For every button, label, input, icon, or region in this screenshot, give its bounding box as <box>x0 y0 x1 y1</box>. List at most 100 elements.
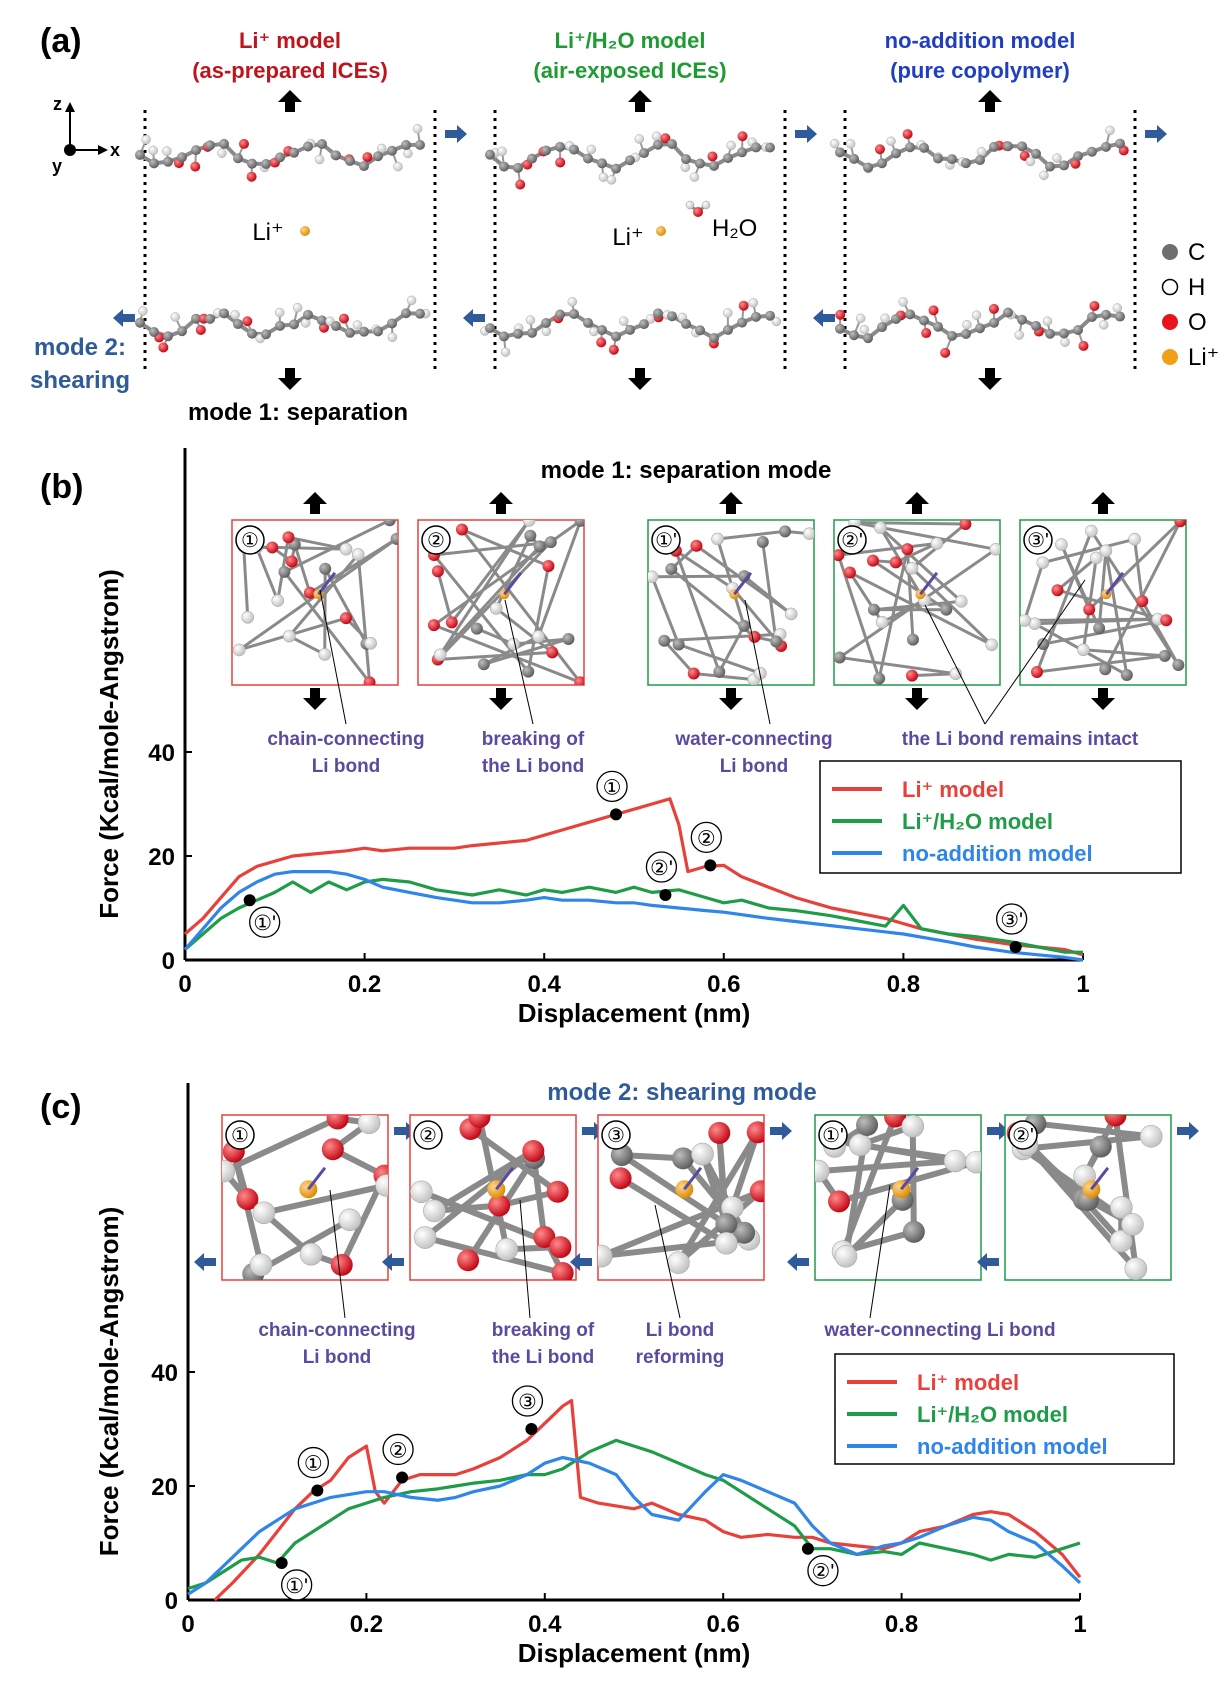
carbon-atom <box>961 329 971 340</box>
inset-c-3: ③ <box>597 1114 765 1281</box>
oxygen-atom <box>488 1194 511 1217</box>
data-marker <box>525 1423 538 1435</box>
carbon-atom <box>713 665 726 678</box>
carbon-atom <box>1059 160 1069 171</box>
bond <box>818 1158 956 1175</box>
hydrogen-atom <box>406 295 417 306</box>
annotation-c-3-line1: Li bond <box>646 1320 715 1341</box>
bond <box>761 541 778 642</box>
li-bond <box>919 571 939 596</box>
carbon-atom <box>1017 141 1027 152</box>
annotation-c-1-line2: Li bond <box>303 1347 372 1368</box>
oxygen-atom <box>1136 595 1149 608</box>
bond <box>650 576 681 646</box>
series-line-2 <box>187 1438 1081 1591</box>
oxygen-atom <box>1078 340 1089 351</box>
hydrogen-atom <box>815 1159 830 1183</box>
annotation-b-1-line2: Li bond <box>312 756 381 777</box>
carbon-atom <box>1003 141 1013 152</box>
carbon-atom <box>877 322 887 333</box>
hydrogen-atom <box>162 146 172 156</box>
inset-c-4: ①' <box>814 1114 982 1281</box>
carbon-atom <box>1017 314 1027 325</box>
data-marker <box>311 1484 324 1497</box>
marker-label-badge <box>281 1569 313 1601</box>
oxygen-atom <box>238 138 249 149</box>
hydrogen-atom <box>522 520 536 527</box>
oxygen-atom <box>242 316 253 327</box>
hydrogen-atom <box>252 1201 276 1225</box>
annotation-leader <box>329 1189 346 1319</box>
oxygen-atom <box>921 328 932 339</box>
annotation-b-4-line1: the Li bond remains intact <box>902 729 1139 750</box>
x-tick-label: 0.2 <box>350 1611 383 1638</box>
hydrogen-atom <box>292 302 303 313</box>
hydrogen-atom <box>393 161 403 172</box>
carbon-atom <box>527 153 537 164</box>
carbon-atom <box>1037 638 1050 651</box>
oxygen-atom <box>190 161 201 172</box>
panel-a-label: (a) <box>40 22 82 60</box>
hydrogen-atom <box>771 316 782 327</box>
hydrogen-atom <box>141 134 151 145</box>
hydrogen-atom <box>648 570 659 584</box>
series-line-1 <box>213 1398 1082 1602</box>
bond <box>483 637 569 666</box>
carbon-atom <box>1172 659 1185 672</box>
hydrogen-atom <box>489 602 503 615</box>
oxygen-atom <box>246 171 257 182</box>
carbon-atom <box>261 329 271 340</box>
inset-c-2: ② <box>409 1114 577 1281</box>
carbon-atom <box>863 333 873 344</box>
oxygen-atom <box>835 309 846 320</box>
carbon-atom <box>485 149 495 160</box>
bond <box>1042 618 1167 646</box>
carbon-atom <box>541 145 551 156</box>
oxygen-atom <box>551 1262 574 1280</box>
oxygen-atom <box>874 144 885 155</box>
hydrogen-atom <box>598 1244 613 1268</box>
oxygen-atom <box>158 342 169 353</box>
marker-label: ① <box>603 776 622 799</box>
carbon-atom <box>319 562 332 575</box>
bond <box>436 541 552 661</box>
carbon-atom <box>317 138 327 149</box>
panel-a: (a) Li⁺ model (as-prepared ICEs) Li⁺/H₂O… <box>30 22 1219 426</box>
oxygen-atom <box>834 549 845 562</box>
hydrogen-atom <box>1099 544 1113 558</box>
hydrogen-atom <box>1110 1196 1133 1219</box>
legend-label-1: Li⁺ model <box>917 1370 1019 1395</box>
carbon-atom <box>835 323 845 334</box>
hydrogen-atom <box>300 318 311 328</box>
oxygen-atom <box>1104 1115 1127 1127</box>
oxygen-atom <box>574 676 584 685</box>
marker-label-badge <box>297 1446 329 1479</box>
annotation-leader <box>744 599 771 725</box>
carbon-atom <box>751 311 761 322</box>
hydrogen-atom <box>497 146 507 157</box>
inset-number-label: ②' <box>1012 1125 1034 1147</box>
carbon-atom <box>345 155 355 166</box>
hydrogen-atom <box>170 312 181 322</box>
separation-arrow-down-icon <box>303 688 327 710</box>
oxygen-atom <box>303 586 316 599</box>
carbon-atom <box>191 313 201 324</box>
data-marker <box>659 889 672 901</box>
bond <box>476 627 515 646</box>
hydrogen-atom <box>1039 170 1049 181</box>
oxygen-atom <box>940 347 951 358</box>
oxygen-atom <box>884 1115 907 1128</box>
li-bond <box>1105 571 1125 596</box>
inset-b-1: ① <box>231 519 399 686</box>
hydrogen-atom <box>1042 316 1053 326</box>
carbon-atom <box>387 318 397 329</box>
carbon-atom <box>401 140 411 151</box>
marker-label: ② <box>389 1439 408 1462</box>
separation-arrow-down-icon <box>628 368 652 390</box>
carbon-atom <box>219 138 229 149</box>
oxygen-atom <box>928 305 939 316</box>
carbon-atom <box>1045 328 1055 339</box>
bond <box>222 1115 339 1174</box>
